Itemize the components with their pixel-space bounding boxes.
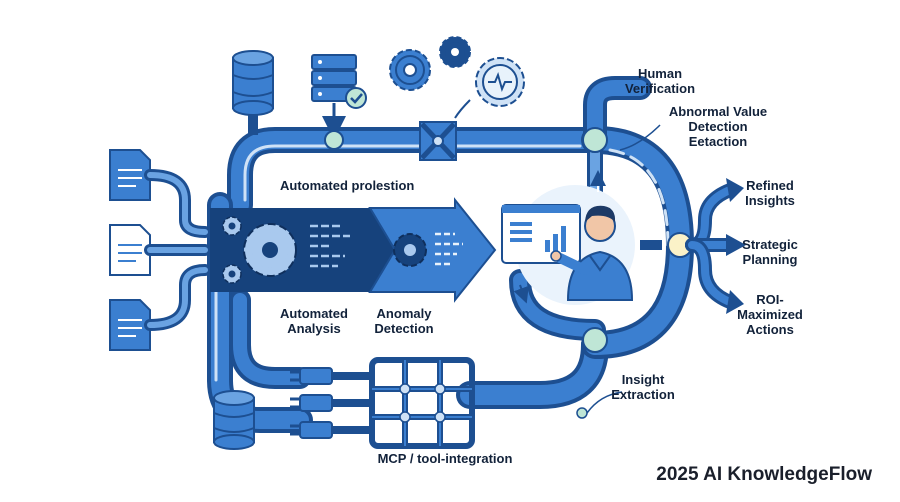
valve-icon xyxy=(419,121,457,161)
server-check-icon xyxy=(311,54,367,109)
label-human-verification: Human Verification xyxy=(624,66,696,96)
gear-icon xyxy=(439,36,471,68)
analyst-person-icon xyxy=(501,185,635,305)
processing-panel xyxy=(210,197,497,303)
output-arrows xyxy=(685,183,737,309)
plug-icon xyxy=(290,367,333,385)
plug-icon xyxy=(290,394,333,412)
inlet-node xyxy=(324,130,344,150)
gear-icon xyxy=(222,264,242,284)
label-anomaly-detection: Anomaly Detection xyxy=(374,306,434,336)
human-verification-node xyxy=(582,127,608,153)
label-refined-insights: Refined Insights xyxy=(745,178,795,208)
document-connectors xyxy=(144,169,211,331)
document-icon xyxy=(109,149,151,201)
label-abnormal-value: Abnormal Value Detection Eetaction xyxy=(668,104,768,149)
insight-node xyxy=(582,327,608,353)
grid-manifold-icon xyxy=(332,357,475,449)
arrow-head xyxy=(726,178,744,202)
gear-icon xyxy=(389,49,431,91)
database-icon xyxy=(213,390,255,450)
label-mcp-tool-integration: MCP / tool-integration xyxy=(377,451,513,466)
gear-icon xyxy=(243,223,297,277)
heartbeat-gear-icon xyxy=(475,57,525,107)
label-strategic-planning: Strategic Planning xyxy=(742,237,798,267)
plug-icon xyxy=(290,421,333,439)
label-automated-analysis: Automated Analysis xyxy=(280,306,348,336)
arrow-head xyxy=(726,290,744,314)
database-icon xyxy=(232,50,274,116)
insight-tap-node xyxy=(576,407,588,419)
brand-title: 2025 AI KnowledgeFlow xyxy=(656,464,872,485)
label-automated-prolestion: Automated prolestion xyxy=(280,178,415,193)
label-insight-extraction: Insight Extraction xyxy=(611,372,675,402)
gear-icon xyxy=(393,233,427,267)
dashboard-screen-icon xyxy=(501,204,581,264)
gear-icon xyxy=(222,216,242,236)
label-roi-actions: ROI- Maximized Actions xyxy=(737,292,803,337)
arrow-head xyxy=(726,234,746,256)
